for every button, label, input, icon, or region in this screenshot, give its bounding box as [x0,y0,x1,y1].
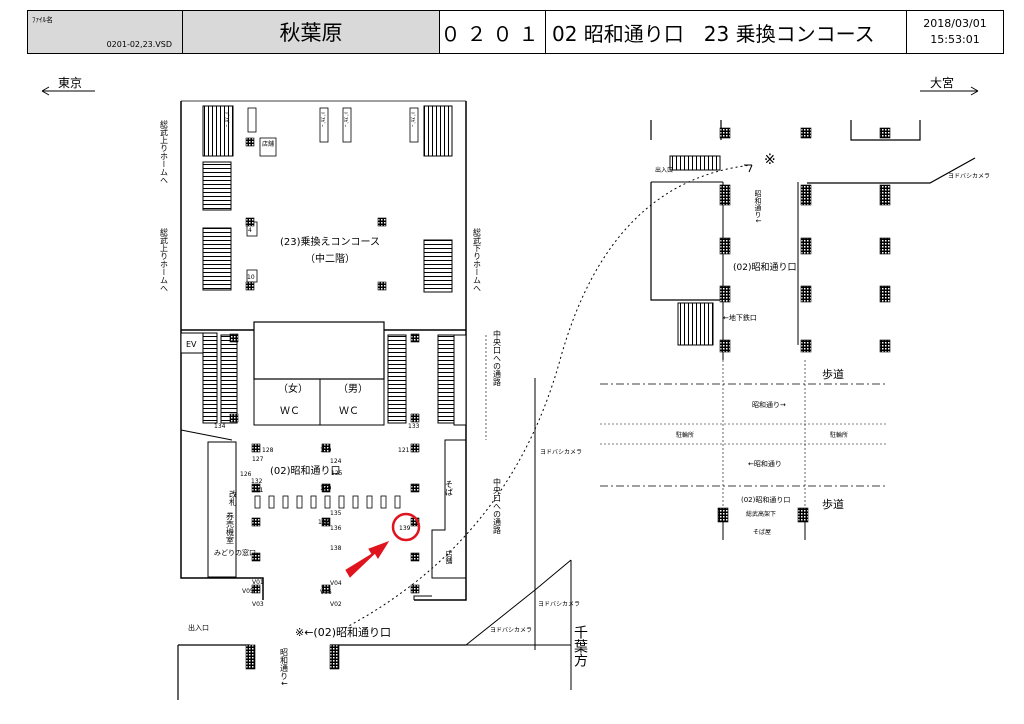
showa-street-label: 昭和通り↓ [280,648,289,687]
timestamp: 2018/03/01 15:53:01 [907,11,1003,53]
right-map [600,120,976,540]
pillar-tags: 4 10 134 133 127 128 129 121 124 125 126… [214,227,420,608]
pillar-tag: 126 [240,471,252,478]
direction-west: 東京 [41,76,95,96]
sidewalk-label-2: 歩道 [822,497,844,511]
direction-west-label: 東京 [58,76,82,90]
left-map [177,100,572,700]
file-name-value: 0201-02,23.VSD [106,40,172,49]
platform-label-up-1: 総武上りホームへ [160,119,169,184]
under-tracks-label: 総武高架下 [746,510,776,518]
pillar-tag: V02 [330,601,342,608]
yodobashi-right-label: ヨドバシカメラ [948,173,990,180]
pillar-tag: V05 [242,588,254,595]
wc-men-label: （男） [338,383,368,395]
wc-label-women: ＷＣ [280,406,300,417]
mezzanine-label: （中二階） [305,252,355,265]
yodobashi-label-3: ヨドバシカメラ [490,627,532,634]
ticket-machine-label: 券売機室 [226,511,235,544]
connection-arrowhead [744,164,753,173]
door-label: ﾄﾞｱｶﾞｰ [409,112,416,128]
central-passage-label-2: 中央口への通路 [493,477,502,534]
midori-label: みどりの窓口 [214,548,256,557]
pillar-tag: 129 [320,447,332,454]
file-name-label: ﾌｧｲﾙ名 [32,16,53,24]
pillars-right [717,127,891,523]
yodobashi-label-1: ヨドバシカメラ [540,449,582,456]
door-label: ﾄﾞｱｶﾞｰ [319,112,326,128]
pillar-tag: 128 [262,447,274,454]
pillar-tag: 10 [247,274,255,281]
wc-label-men: ＷＣ [339,406,359,417]
pillar-tag: 125 [331,470,343,477]
time-value: 15:53:01 [930,33,980,46]
direction-east: 大宮 [920,75,979,96]
platform-label-up-2: 総武上りホームへ [160,227,169,292]
shop-right-label: 店舗 [445,549,453,565]
pillars-left [229,137,420,670]
direction-east-label: 大宮 [930,75,954,90]
sidewalk-label-1: 歩道 [822,367,844,381]
exit-marker-label: ※←(02)昭和通り口 [295,626,391,639]
door-label: ﾄﾞｱｶﾞｰ [342,112,349,128]
pillar-tag: 132 [251,478,263,485]
connection-path [344,164,753,629]
underground-label: ←地下鉄口 [723,313,757,322]
exit-title: 02 昭和通り口 23 乗換コンコース [546,11,907,53]
right-labels: 出入口 ※ ヨドバシカメラ 昭和通り↓ (02)昭和通り口 ←地下鉄口 歩道 歩… [655,152,990,536]
door-label: ﾄﾞｱｶﾞｰ [223,112,230,128]
soba-label: そば [445,480,454,496]
yodobashi-label-2: ヨドバシカメラ [538,601,580,608]
showa-right-arrow-label: 昭和通り→ [752,400,786,409]
station-code: ０２０１ [440,11,546,53]
exit-bottom-label: (02)昭和通り口 [741,495,790,504]
exit-right-label: (02)昭和通り口 [733,262,796,273]
pillar-tag: 131 [252,487,264,494]
parking-label-2: 駐輪所 [830,431,848,439]
central-passage-label-1: 中央口への通路 [493,329,502,386]
header-bar: ﾌｧｲﾙ名 0201-02,23.VSD 秋葉原 ０２０１ 02 昭和通り口 2… [27,10,1004,54]
station-name: 秋葉原 [183,11,440,53]
exit-top-label: 出入口 [655,166,673,174]
pillar-tag: 127 [252,456,264,463]
entrance-label: 出入口 [188,623,209,632]
pillar-tag: 136 [330,525,342,532]
exit-label-left: (02)昭和通り口 [270,465,341,477]
left-labels: 総武上りホームへ 総武上りホームへ 総武下りホームへ (23)乗換えコンコース … [160,112,589,687]
parking-label-1: 駐輪所 [676,431,694,439]
pillar-tag: V04 [330,580,342,587]
pillar-tag: 133 [408,423,420,430]
pillar-tag: 134 [214,423,226,430]
wc-women-label: （女） [278,382,308,395]
pillar-tag: 4 [248,227,252,234]
shop-top-label: 店舗 [262,140,274,148]
location-circle [391,512,421,542]
platform-label-down: 総武下りホームへ [473,227,482,292]
pillar-tag: 130 [320,485,332,492]
pillar-tag: 121 [398,447,410,454]
pillar-tag: 135 [330,510,342,517]
soba-shop-label: そば屋 [753,528,771,536]
pillar-tag: V03 [252,601,264,608]
pillar-tag: V06 [320,589,332,596]
pillar-tag: 124 [330,458,342,465]
showa-street-right-label: 昭和通り↓ [754,190,762,224]
direction-south-label: 千葉方 [572,625,588,668]
pillar-tag: V01 [252,579,264,586]
file-name-cell: ﾌｧｲﾙ名 0201-02,23.VSD [28,11,183,53]
date-value: 2018/03/01 [923,17,987,30]
showa-left-arrow-label: ←昭和通り [748,459,782,468]
concourse-label: (23)乗換えコンコース [280,236,380,248]
elevator-label: EV [186,340,197,349]
pillar-tag: 138 [330,545,342,552]
pillar-tag: 139 [399,525,411,532]
ticket-gate-label: 改札 [229,489,238,507]
marker-label: ※ [764,152,776,168]
location-arrow [345,541,390,578]
pillar-tag: 137 [318,519,330,526]
